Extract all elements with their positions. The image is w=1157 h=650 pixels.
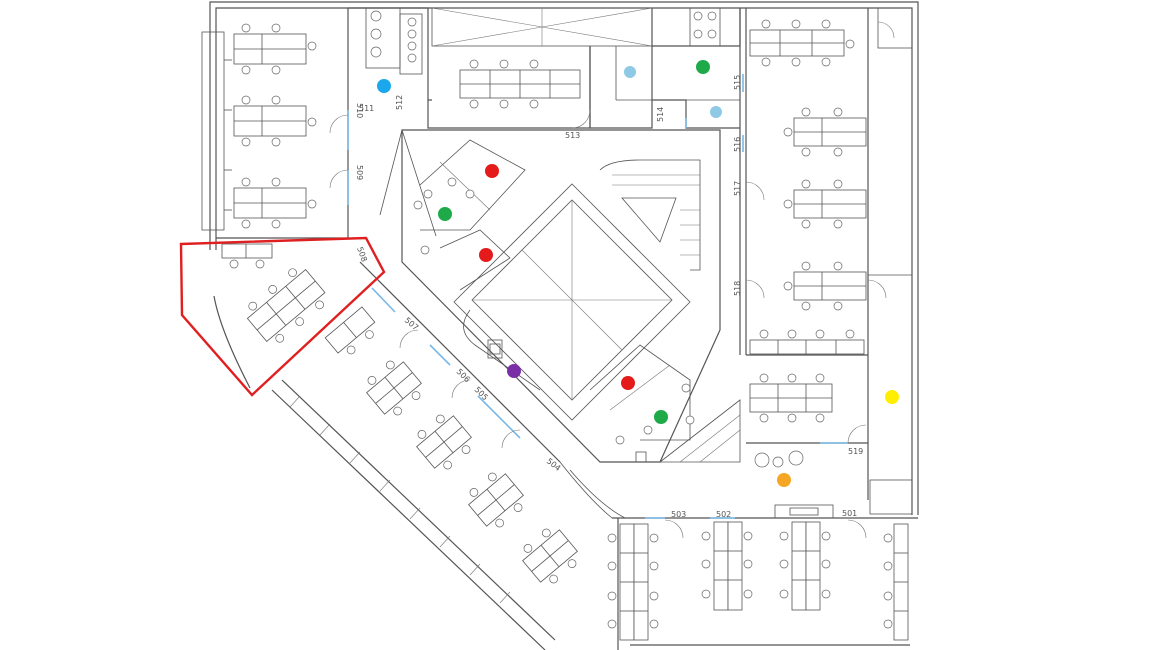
room-label-517: 517 (733, 181, 742, 196)
desk-cluster (783, 107, 867, 157)
marker-red[interactable] (621, 376, 635, 390)
desk-cluster (233, 95, 317, 147)
desk-cluster (366, 360, 422, 416)
room-label-501: 501 (842, 509, 857, 518)
room-label-511: 511 (359, 104, 374, 113)
markers (377, 60, 899, 487)
marker-blue[interactable] (377, 79, 391, 93)
desk-cluster (468, 472, 524, 528)
room-label-512: 512 (395, 95, 404, 110)
room-label-505: 505 (473, 385, 490, 402)
room-label-503: 503 (671, 510, 686, 519)
room-label-516: 516 (733, 137, 742, 152)
room-label-515: 515 (733, 75, 742, 90)
desk-cluster (749, 19, 855, 67)
desk-cluster (701, 521, 753, 611)
room-label-513: 513 (565, 131, 580, 140)
desk-cluster (233, 177, 317, 229)
marker-lightblue[interactable] (710, 106, 722, 118)
marker-green[interactable] (438, 207, 452, 221)
desk-cluster (246, 268, 326, 343)
room-label-514: 514 (656, 107, 665, 122)
marker-lightblue[interactable] (624, 66, 636, 78)
desk-cluster (416, 414, 472, 470)
desk-cluster (233, 23, 317, 75)
room-label-510: 510 (355, 103, 364, 118)
desk-cluster (883, 523, 909, 641)
marker-green[interactable] (696, 60, 710, 74)
desk-cluster (779, 521, 831, 611)
room-label-519: 519 (848, 447, 863, 456)
desk-cluster (607, 523, 659, 641)
marker-red[interactable] (485, 164, 499, 178)
marker-green[interactable] (654, 410, 668, 424)
window-mullions (289, 395, 511, 604)
desk-cluster (459, 59, 581, 109)
marker-purple[interactable] (507, 364, 521, 378)
marker-red[interactable] (479, 248, 493, 262)
desks (221, 19, 909, 641)
desk-cluster (749, 329, 865, 355)
desk-cluster (783, 179, 867, 229)
highlighted-zone-outline[interactable] (179, 236, 386, 397)
room-labels: 501 502 503 504 505 506 507 508 509 510 … (355, 75, 863, 519)
room-label-508: 508 (355, 246, 369, 263)
marker-yellow[interactable] (885, 390, 899, 404)
desk-cluster (749, 373, 833, 423)
room-label-502: 502 (716, 510, 731, 519)
desk-cluster (783, 261, 867, 311)
desk-cluster (324, 306, 376, 355)
room-label-506: 506 (455, 367, 472, 384)
room-label-509: 509 (355, 165, 364, 180)
room-label-518: 518 (733, 281, 742, 296)
room-label-504: 504 (545, 456, 563, 473)
desk-cluster (522, 528, 578, 584)
marker-orange[interactable] (777, 473, 791, 487)
